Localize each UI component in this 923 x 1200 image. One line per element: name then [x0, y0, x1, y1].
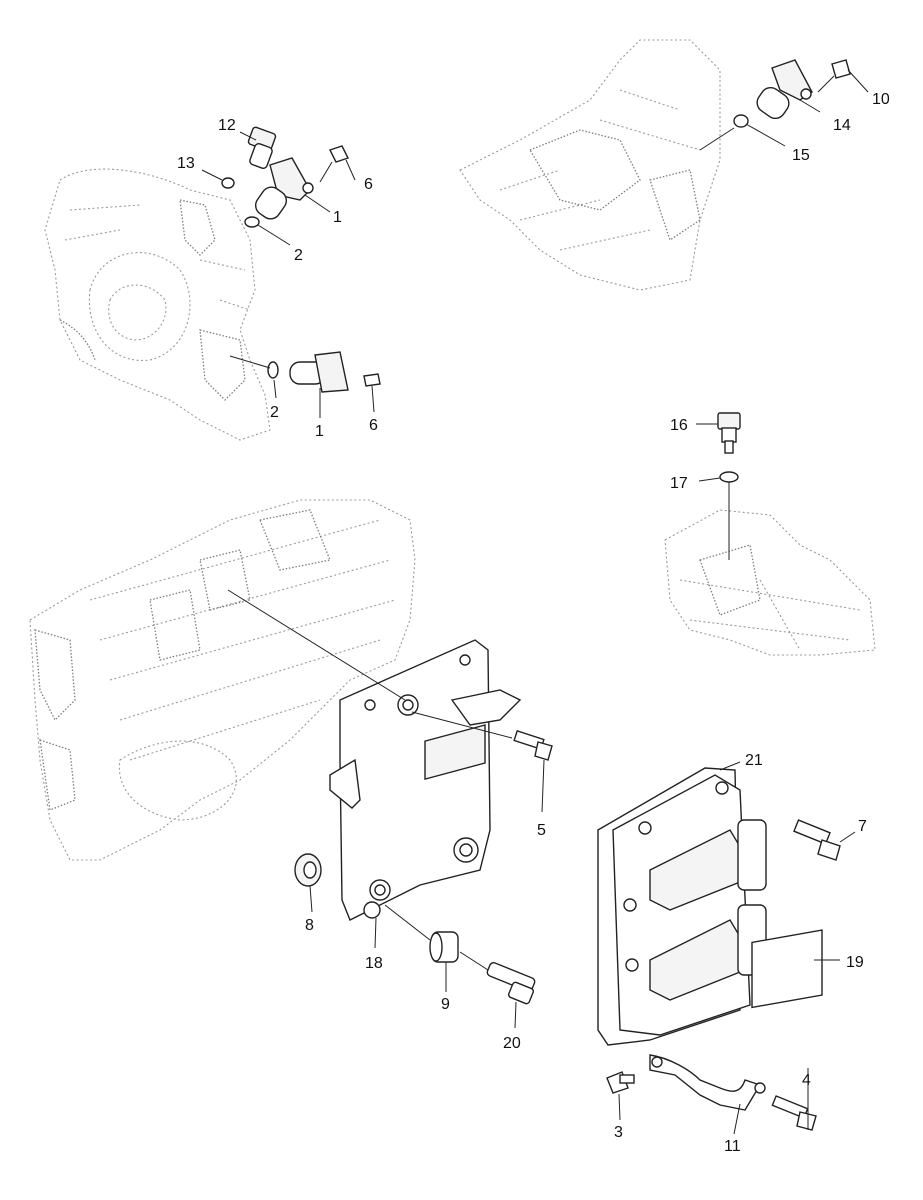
callout-2-upper: 2 — [294, 247, 303, 264]
bushing-9 — [429, 931, 459, 963]
o-ring-2-upper — [244, 216, 260, 228]
callout-12: 12 — [218, 117, 236, 134]
bolt-10 — [817, 59, 851, 93]
leader-lines — [201, 69, 869, 1135]
sensor-1-upper — [254, 157, 314, 220]
bolt-6-upper — [319, 145, 349, 183]
callout-10: 10 — [872, 91, 890, 108]
engine-right-sketch — [664, 509, 876, 656]
callout-18: 18 — [365, 955, 383, 972]
callout-11: 11 — [724, 1138, 741, 1155]
bracket-11 — [649, 1054, 766, 1111]
callout-8: 8 — [305, 917, 314, 934]
callout-4: 4 — [802, 1072, 811, 1089]
callout-14: 14 — [833, 117, 851, 134]
engine-top-sketch — [459, 39, 721, 291]
callout-17: 17 — [670, 475, 688, 492]
sensor-1-lower — [289, 351, 349, 393]
callout-5: 5 — [537, 822, 546, 839]
callout-6-lower: 6 — [369, 417, 378, 434]
engine-front-cover-sketch — [44, 168, 271, 441]
sensor-14 — [756, 59, 813, 120]
bushing-8 — [294, 853, 322, 887]
callout-15: 15 — [792, 147, 810, 164]
o-ring-17 — [719, 471, 739, 483]
callout-3: 3 — [614, 1124, 623, 1141]
bolt-4 — [771, 1095, 817, 1131]
sensor-12 — [247, 126, 277, 169]
stud-20 — [486, 962, 536, 1005]
callout-6-upper: 6 — [364, 176, 373, 193]
callout-7: 7 — [858, 818, 867, 835]
callout-1-lower: 1 — [315, 423, 324, 440]
bracket-18 — [329, 639, 522, 921]
callout-2-lower: 2 — [270, 404, 279, 421]
callout-19: 19 — [846, 954, 864, 971]
callout-21: 21 — [745, 752, 763, 769]
o-ring-15 — [733, 114, 749, 128]
bolt-3 — [606, 1071, 635, 1094]
callout-13: 13 — [177, 155, 195, 172]
sensor-16 — [717, 412, 741, 454]
bolt-6-lower — [363, 373, 381, 387]
callout-9: 9 — [441, 996, 450, 1013]
o-ring-2-lower — [267, 361, 279, 379]
callout-labels: 12 13 6 1 2 2 1 6 10 14 15 16 17 21 7 5 … — [177, 91, 890, 1155]
bolt-7 — [793, 819, 841, 861]
callout-16: 16 — [670, 417, 688, 434]
callout-1-upper: 1 — [333, 209, 342, 226]
bolt-5 — [513, 730, 553, 761]
o-ring-13 — [221, 177, 235, 189]
callout-20: 20 — [503, 1035, 521, 1052]
ecu-module — [597, 767, 823, 1046]
